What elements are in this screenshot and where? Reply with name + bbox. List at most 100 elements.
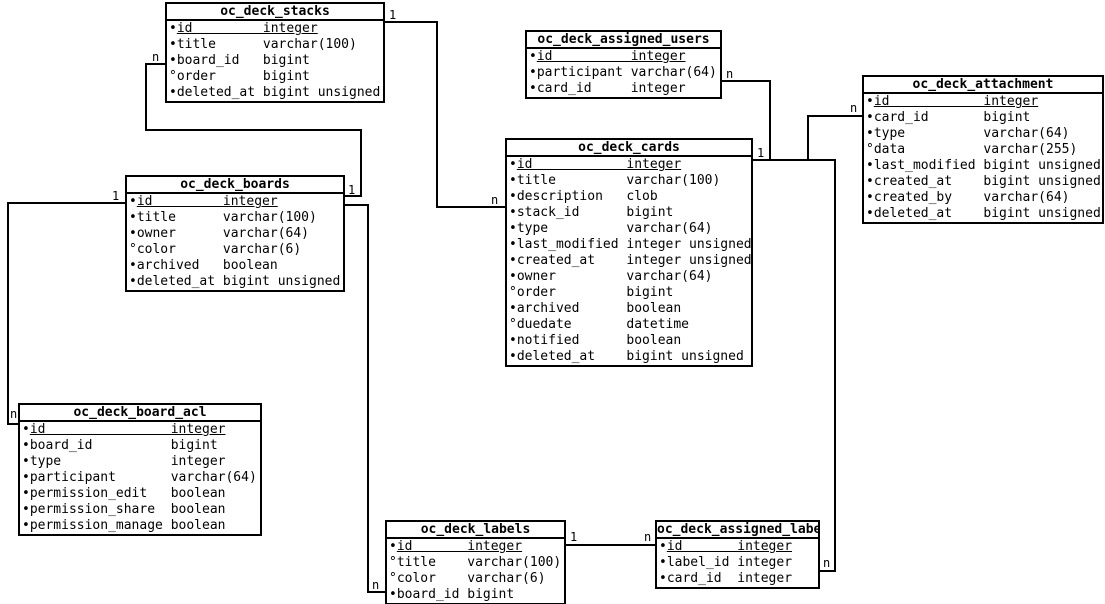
cardinality-label: n — [491, 193, 498, 207]
field-name-and-type: created_at bigint unsigned — [873, 174, 1101, 189]
notnull-bullet-icon: • — [509, 237, 517, 252]
field-name-and-type: card_id integer — [666, 571, 793, 586]
field-name-and-type: created_at integer unsigned — [516, 253, 751, 268]
field-name-and-type: deleted_at bigint unsigned — [136, 274, 341, 289]
field-name-and-type: type integer — [29, 454, 226, 469]
cardinality-label: n — [823, 556, 830, 570]
notnull-bullet-icon: • — [389, 539, 397, 554]
field-name-and-type: permission_edit boolean — [29, 486, 226, 501]
cardinality-label: n — [372, 578, 379, 592]
field-name-and-type: title varchar(100) — [176, 37, 357, 52]
field-row-description: •description clob — [507, 189, 751, 205]
field-name-and-type: order bigint — [176, 69, 310, 84]
field-name-and-type: id integer — [136, 194, 278, 209]
field-row-title: °title varchar(100) — [387, 555, 564, 571]
nullable-bullet-icon: ° — [866, 142, 874, 157]
notnull-bullet-icon: • — [509, 157, 517, 172]
notnull-bullet-icon: • — [22, 454, 30, 469]
field-name-and-type: type varchar(64) — [516, 221, 713, 236]
nullable-bullet-icon: ° — [129, 242, 137, 257]
field-row-id: •id integer — [20, 422, 260, 438]
field-name-and-type: owner varchar(64) — [136, 226, 309, 241]
field-name-and-type: last_modified integer unsigned — [516, 237, 751, 252]
field-name-and-type: deleted_at bigint unsigned — [176, 85, 381, 100]
notnull-bullet-icon: • — [509, 349, 517, 364]
field-row-card_id: •card_id integer — [527, 81, 720, 97]
field-name-and-type: title varchar(100) — [516, 173, 721, 188]
field-name-and-type: id integer — [873, 94, 1039, 109]
field-row-board_id: •board_id bigint — [20, 438, 260, 454]
field-name-and-type: title varchar(100) — [396, 555, 562, 570]
field-row-owner: •owner varchar(64) — [127, 226, 343, 242]
field-name-and-type: participant varchar(64) — [536, 65, 717, 80]
field-name-and-type: board_id bigint — [396, 587, 515, 602]
notnull-bullet-icon: • — [866, 206, 874, 221]
notnull-bullet-icon: • — [509, 269, 517, 284]
notnull-bullet-icon: • — [866, 94, 874, 109]
field-name-and-type: permission_manage boolean — [29, 518, 226, 533]
table-oc_deck_assigned_labels: oc_deck_assigned_labels•id integer•label… — [655, 520, 820, 589]
field-name-and-type: card_id integer — [536, 81, 686, 96]
table-title: oc_deck_labels — [387, 522, 564, 539]
field-row-permission_share: •permission_share boolean — [20, 502, 260, 518]
notnull-bullet-icon: • — [22, 438, 30, 453]
notnull-bullet-icon: • — [659, 571, 667, 586]
notnull-bullet-icon: • — [509, 333, 517, 348]
table-title: oc_deck_board_acl — [20, 405, 260, 422]
field-row-deleted_at: •deleted_at bigint unsigned — [864, 206, 1102, 222]
field-row-data: °data varchar(255) — [864, 142, 1102, 158]
notnull-bullet-icon: • — [866, 158, 874, 173]
field-name-and-type: data varchar(255) — [873, 142, 1078, 157]
cardinality-label: 1 — [570, 530, 577, 544]
field-name-and-type: id integer — [176, 21, 318, 36]
field-row-owner: •owner varchar(64) — [507, 269, 751, 285]
field-name-and-type: stack_id bigint — [516, 205, 674, 220]
notnull-bullet-icon: • — [866, 174, 874, 189]
field-name-and-type: id integer — [536, 49, 686, 64]
notnull-bullet-icon: • — [129, 274, 137, 289]
field-name-and-type: id integer — [516, 157, 682, 172]
field-name-and-type: color varchar(6) — [136, 242, 302, 257]
field-row-type: •type varchar(64) — [864, 126, 1102, 142]
cardinality-label: n — [10, 407, 17, 421]
field-name-and-type: id integer — [29, 422, 226, 437]
relationship-line-stacks-to-cards — [385, 21, 505, 208]
field-name-and-type: duedate datetime — [516, 317, 689, 332]
field-name-and-type: notified boolean — [516, 333, 682, 348]
field-row-notified: •notified boolean — [507, 333, 751, 349]
field-name-and-type: participant varchar(64) — [29, 470, 257, 485]
table-oc_deck_boards: oc_deck_boards•id integer•title varchar(… — [125, 175, 345, 292]
notnull-bullet-icon: • — [866, 190, 874, 205]
field-name-and-type: id integer — [666, 539, 793, 554]
table-oc_deck_assigned_users: oc_deck_assigned_users•id integer•partic… — [525, 30, 722, 99]
cardinality-label: 1 — [389, 8, 396, 22]
notnull-bullet-icon: • — [22, 486, 30, 501]
notnull-bullet-icon: • — [169, 85, 177, 100]
field-row-card_id: •card_id integer — [657, 571, 818, 587]
field-row-id: •id integer — [167, 21, 383, 37]
field-row-last_modified: •last_modified integer unsigned — [507, 237, 751, 253]
notnull-bullet-icon: • — [529, 81, 537, 96]
field-name-and-type: board_id bigint — [29, 438, 218, 453]
notnull-bullet-icon: • — [509, 173, 517, 188]
field-name-and-type: permission_share boolean — [29, 502, 226, 517]
notnull-bullet-icon: • — [866, 110, 874, 125]
cardinality-label: 1 — [757, 146, 764, 160]
notnull-bullet-icon: • — [22, 470, 30, 485]
field-row-order: °order bigint — [167, 69, 383, 85]
notnull-bullet-icon: • — [129, 226, 137, 241]
cardinality-label: n — [152, 50, 159, 64]
notnull-bullet-icon: • — [22, 502, 30, 517]
nullable-bullet-icon: ° — [389, 555, 397, 570]
notnull-bullet-icon: • — [129, 194, 137, 209]
field-name-and-type: id integer — [396, 539, 523, 554]
table-oc_deck_attachment: oc_deck_attachment•id integer•card_id bi… — [862, 75, 1104, 224]
field-row-deleted_at: •deleted_at bigint unsigned — [127, 274, 343, 290]
field-row-duedate: °duedate datetime — [507, 317, 751, 333]
notnull-bullet-icon: • — [509, 205, 517, 220]
field-row-label_id: •label_id integer — [657, 555, 818, 571]
field-row-color: °color varchar(6) — [127, 242, 343, 258]
cardinality-label: n — [726, 67, 733, 81]
